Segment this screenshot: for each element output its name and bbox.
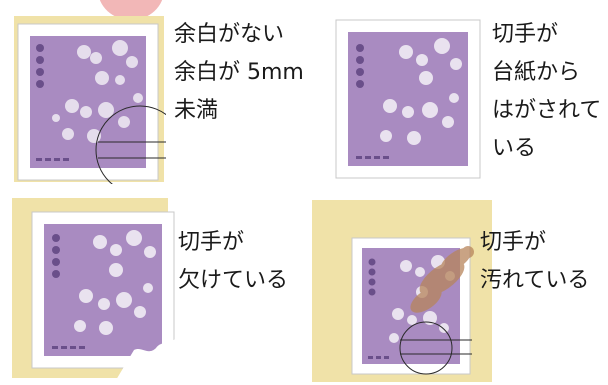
torn-edge-icon xyxy=(116,338,176,380)
postage-stamp-icon xyxy=(31,211,176,380)
stain-icon xyxy=(410,246,474,313)
postage-stamp-icon xyxy=(335,19,481,179)
postmark-icon xyxy=(95,105,166,184)
caption-peeled: 切手が 台紙から はがされて いる xyxy=(492,22,602,161)
caption-torn: 切手が 欠けている xyxy=(178,230,289,293)
postage-stamp-icon xyxy=(17,23,166,184)
postage-stamp-icon xyxy=(351,237,474,375)
caption-no-margin: 余白がない 余白が 5mm 未満 xyxy=(174,22,304,123)
top-decoration xyxy=(98,0,164,20)
caption-dirty: 切手が 汚れている xyxy=(480,230,590,293)
